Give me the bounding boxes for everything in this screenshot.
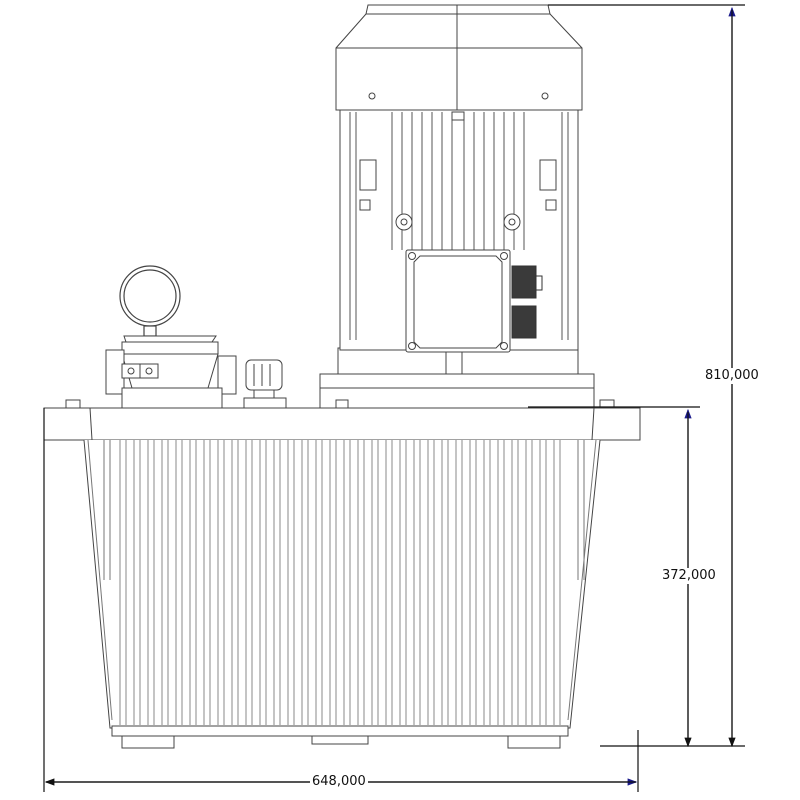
tank-height-label: 372,000 [660, 568, 718, 584]
total-height-label: 810,000 [703, 368, 761, 384]
cable-glands [511, 265, 543, 339]
pressure-gauge [119, 265, 181, 337]
oil-tank [43, 399, 641, 749]
motor-flange [319, 347, 595, 409]
terminal-box [405, 249, 511, 353]
electric-motor [335, 4, 583, 351]
valve-block [105, 335, 237, 409]
filler-cap [243, 359, 287, 409]
total-width-label: 648,000 [310, 774, 368, 790]
